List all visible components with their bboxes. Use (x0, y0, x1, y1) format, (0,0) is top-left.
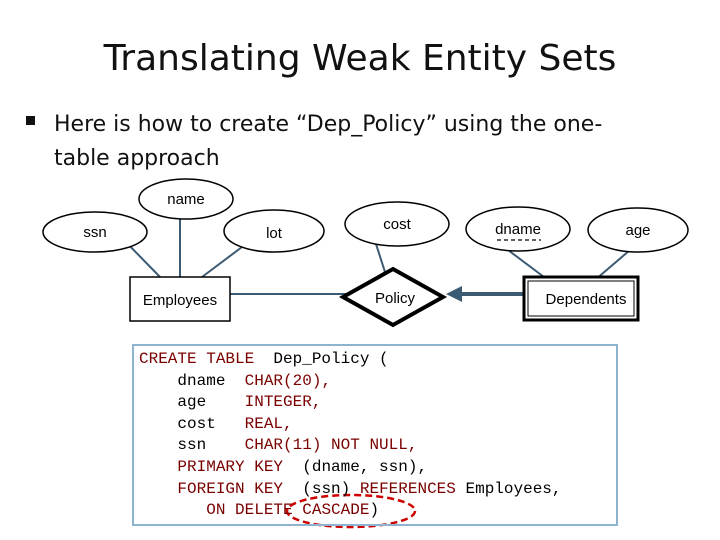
sql-type-ssn: CHAR(11) (244, 436, 322, 455)
sql-foreign-key: FOREIGN KEY (177, 479, 284, 498)
sql-col-ssn: ssn (177, 436, 207, 455)
sql-references: REFERENCES (359, 479, 456, 498)
sql-close-paren: ) (369, 501, 380, 520)
attr-ssn-label: ssn (83, 224, 106, 241)
connector-cost-policy (375, 243, 386, 273)
connector-lot-employees (201, 243, 247, 278)
sql-code: CREATE TABLE Dep_Policy ( dname CHAR(20)… (139, 349, 562, 522)
attr-dname-ellipse (465, 206, 571, 252)
attr-cost-ellipse (344, 201, 450, 247)
sql-col-age: age (177, 393, 207, 412)
sql-primary-key-cols: (dname, ssn), (302, 457, 428, 476)
arrowhead-icon (446, 286, 462, 302)
sql-on-delete: ON DELETE (206, 501, 293, 520)
sql-primary-key: PRIMARY KEY (177, 457, 284, 476)
sql-type-dname: CHAR(20), (244, 371, 332, 390)
cascade-highlight-ellipse (285, 493, 417, 529)
sql-create-table: CREATE TABLE (139, 350, 255, 368)
sql-table-name: Dep_Policy ( (273, 350, 389, 368)
attr-name-label: name (167, 191, 205, 208)
sql-type-age: INTEGER, (244, 393, 322, 412)
bullet-text: Here is how to create “Dep_Policy” using… (54, 112, 603, 171)
connector-age-dependents (594, 249, 631, 281)
attr-lot-label: lot (266, 225, 283, 242)
bullet-square-icon (26, 116, 35, 125)
attr-age-ellipse (587, 207, 689, 253)
entity-employees-box (129, 276, 231, 322)
entity-dependents-inner-box (527, 280, 635, 317)
sql-cascade: CASCADE (302, 501, 370, 520)
entity-dependents-box (522, 275, 640, 322)
attr-ssn-ellipse (42, 211, 148, 253)
attr-name-ellipse (138, 178, 234, 220)
connector-dname-dependents (507, 249, 549, 281)
relationship-policy-label: Policy (375, 290, 416, 307)
relationship-policy-diamond (338, 266, 448, 328)
sql-type-cost: REAL, (244, 414, 293, 433)
attr-cost-label: cost (383, 216, 411, 233)
slide-title: Translating Weak Entity Sets (103, 38, 617, 79)
attr-lot-ellipse (223, 209, 325, 253)
sql-code-box (132, 344, 618, 526)
sql-col-dname: dname (177, 371, 226, 390)
attr-age-label: age (625, 222, 650, 239)
sql-references-table: Employees, (465, 479, 562, 498)
sql-not-null: NOT NULL, (331, 436, 418, 455)
sql-foreign-key-col: (ssn) (302, 479, 351, 498)
entity-dependents-label: Dependents (546, 291, 627, 308)
sql-col-cost: cost (177, 414, 216, 433)
attr-dname-label: dname (495, 221, 541, 238)
entity-employees-label: Employees (143, 292, 217, 309)
